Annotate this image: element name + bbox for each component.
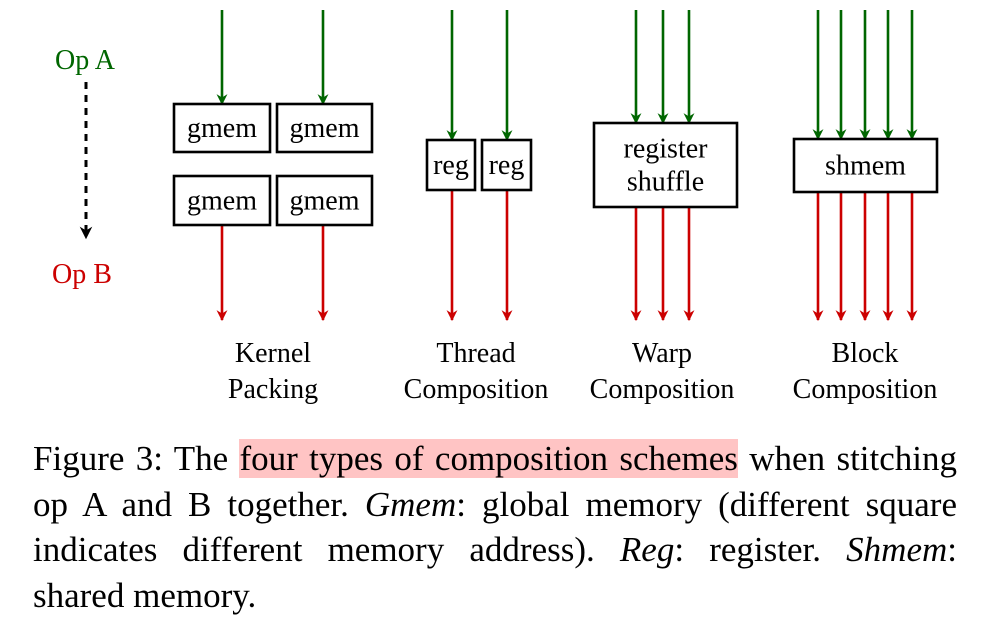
memory-box-frame	[275, 102, 374, 154]
memory-box: reg	[480, 138, 533, 192]
group-label: Composition	[590, 374, 735, 405]
memory-box-label: gmem	[187, 113, 257, 144]
memory-box: shmem	[792, 137, 939, 194]
caption-highlight: four types of composition schemes	[239, 439, 738, 478]
group-label: Kernel	[235, 338, 311, 369]
memory-box-label: shuffle	[627, 167, 704, 198]
memory-box-frame	[425, 138, 477, 192]
caption-prefix: Figure 3: The	[33, 439, 240, 478]
memory-box-frame	[480, 138, 533, 192]
memory-box-frame	[275, 174, 374, 227]
memory-box: reg	[425, 138, 477, 192]
memory-box-label: reg	[433, 150, 469, 181]
memory-box-label: reg	[489, 150, 525, 181]
legend: Op A Op B	[52, 45, 116, 290]
figure-caption: Figure 3: The four types of composition …	[33, 436, 957, 618]
memory-box-label: shmem	[825, 151, 906, 182]
group-label: Composition	[404, 374, 549, 405]
caption-reg-def: : register.	[674, 530, 847, 569]
group-label: Warp	[632, 338, 692, 369]
memory-box: gmem	[275, 102, 374, 154]
legend-op-b-label: Op B	[52, 259, 112, 290]
caption-shmem-def: : shared memory.	[33, 530, 957, 615]
memory-box-label: gmem	[290, 113, 360, 144]
caption-reg-term: Reg	[619, 530, 675, 569]
group-label: Composition	[793, 374, 938, 405]
memory-box: gmem	[172, 174, 272, 227]
memory-box-label: gmem	[290, 186, 360, 217]
caption-part1: when stitching op A and B together.	[33, 439, 957, 524]
group-label: Block	[832, 338, 899, 369]
memory-box-frame	[792, 137, 939, 194]
memory-box-frame	[172, 102, 272, 154]
caption-gmem-def: : global memory (different square indica…	[33, 484, 957, 570]
memory-box-label: gmem	[187, 186, 257, 217]
legend-op-a-label: Op A	[55, 45, 116, 76]
memory-box-frame	[592, 121, 739, 209]
caption-gmem-term: Gmem	[364, 484, 457, 524]
group-label: Packing	[228, 374, 318, 405]
memory-box-frame	[172, 174, 272, 227]
group-label: Thread	[436, 338, 515, 369]
memory-box: gmem	[172, 102, 272, 154]
memory-box-label: register	[624, 134, 709, 165]
memory-box: gmem	[275, 174, 374, 227]
caption-shmem-term: Shmem	[846, 530, 948, 569]
